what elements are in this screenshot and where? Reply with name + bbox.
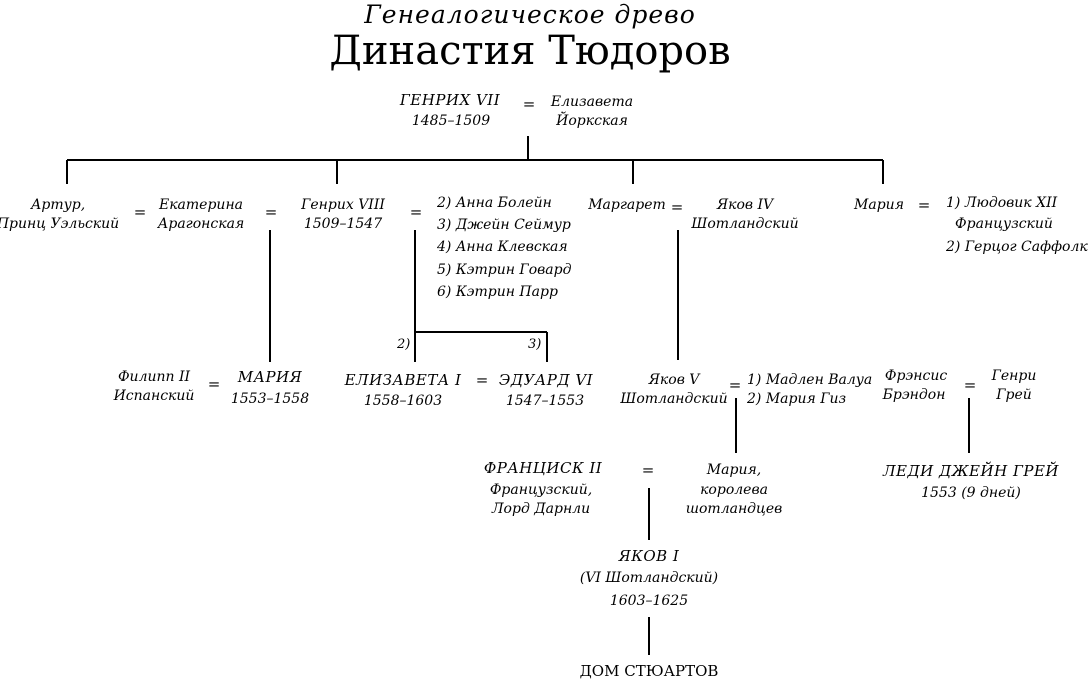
edward6-name: ЭДУАРД VI [498,371,594,389]
james5-line2: Шотландский [620,391,728,407]
equals-margaret: = [670,198,684,216]
margaret-name: Маргарет [588,197,666,213]
henry8-wife-4: 4) Анна Клевская [437,239,568,255]
james1-years: 1603–1625 [609,593,689,609]
equals-henry7: = [522,95,536,113]
james5-wife-1: 1) Мадлен Валуа [747,372,873,388]
elizabeth1-name: ЕЛИЗАВЕТА I [344,371,462,389]
francis2-line3: Лорд Дарнли [491,501,591,517]
equals-francis2: = [641,461,655,479]
henry-grey-line2: Грей [996,387,1032,403]
henry7-name: ГЕНРИХ VII [399,91,501,109]
edward6-years: 1547–1553 [505,393,585,409]
mary-rose-spouse-1-title: Французский [955,216,1053,232]
mary-scots-line1: Мария, [706,462,762,478]
francis2-line2: Французский, [489,482,593,498]
branch-label-3: 3) [528,337,542,352]
mary-rose-spouse-1: 1) Людовик XII [946,195,1058,211]
mary-scots-line3: шотландцев [685,501,783,517]
mary1-name: МАРИЯ [237,368,303,386]
elizabeth1-years: 1558–1603 [363,393,443,409]
frances-line1: Фрэнсис [884,368,948,384]
equals-frances: = [963,376,977,394]
equals-james5: = [728,376,742,394]
mary-scots-line2: королева [700,482,768,498]
henry8-name: Генрих VIII [301,197,385,213]
equals-arthur: = [133,203,147,221]
equals-henry8: = [409,203,423,221]
catherine-line1: Екатерина [158,197,244,213]
francis2-line1: ФРАНЦИСК II [483,459,603,477]
tree-title: Генеалогическое древо [364,0,696,29]
equals-philip2: = [207,375,221,393]
frances-line2: Брэндон [882,387,946,403]
equals-elizabeth1: = [475,371,489,389]
arthur-line1: Артур, [30,197,86,213]
elizabeth-york-line1: Елизавета [550,94,634,110]
equals-catherine-henry8: = [264,203,278,221]
jane-grey-name: ЛЕДИ ДЖЕЙН ГРЕЙ [883,462,1059,480]
james4-line2: Шотландский [691,216,799,232]
mary-rose-name: Мария [854,197,904,213]
house-of-stuart-label: ДОМ СТЮАРТОВ [579,662,719,680]
mary1-years: 1553–1558 [230,391,310,407]
henry8-wife-6: 6) Кэтрин Парр [437,284,558,300]
arthur-line2: Принц Уэльский [0,216,120,232]
jane-grey-years: 1553 (9 дней) [921,485,1021,501]
elizabeth-york-line2: Йоркская [556,113,628,129]
catherine-line2: Арагонская [157,216,245,232]
henry8-wife-5: 5) Кэтрин Говард [437,262,572,278]
james5-line1: Яков V [648,372,700,388]
henry8-years: 1509–1547 [303,216,383,232]
branch-label-2: 2) [397,337,411,352]
james1-subtitle: (VI Шотландский) [579,570,719,586]
james1-name: ЯКОВ I [618,547,680,565]
mary-rose-spouse-2: 2) Герцог Саффолк [946,239,1088,255]
henry8-wife-3: 3) Джейн Сеймур [437,217,571,233]
james4-line1: Яков IV [716,197,774,213]
james5-wife-2: 2) Мария Гиз [747,391,847,407]
henry8-wife-2: 2) Анна Болейн [437,195,552,211]
philip2-line1: Филипп II [117,369,191,385]
dynasty-title: Династия Тюдоров [329,28,731,74]
henry7-years: 1485–1509 [411,113,491,129]
henry-grey-line1: Генри [991,368,1037,384]
equals-mary-rose: = [917,196,931,214]
philip2-line2: Испанский [113,388,195,404]
